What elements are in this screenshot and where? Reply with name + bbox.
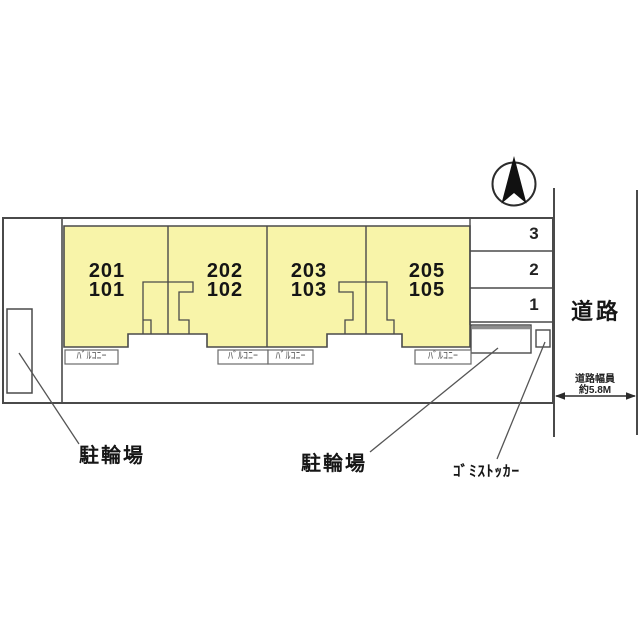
leader-bicycle-center: [369, 347, 499, 453]
parking-stall-label-1: 1: [529, 295, 539, 314]
unit-label-202-102: 202 102: [193, 260, 257, 301]
north-arrow-icon: [491, 156, 537, 207]
unit-number-lower: 101: [88, 279, 126, 301]
bicycle-parking-label-center: 駐輪場: [301, 453, 367, 475]
bicycle-parking-label-left: 駐輪場: [79, 445, 145, 467]
bicycle-parking-area-right: [470, 324, 532, 354]
road-width-dimension-arrow: [555, 392, 636, 400]
balcony-label: ﾊﾞﾙｺﾆｰ: [76, 351, 107, 362]
parking-stall-label-3: 3: [529, 224, 539, 243]
unit-divider-lines: [167, 226, 367, 347]
unit-label-203-103: 203 103: [277, 260, 341, 301]
unit-label-205-105: 205 105: [395, 260, 459, 301]
balcony-box: [414, 349, 472, 365]
road-label: 道路: [571, 299, 622, 324]
unit-number-lower: 102: [206, 279, 244, 301]
unit-number-upper: 203: [290, 260, 328, 282]
bicycle-parking-area-left: [6, 308, 33, 394]
unit-number-upper: 201: [88, 260, 126, 282]
balcony-box: [64, 349, 119, 365]
road-width-caption: 道路幅員: [575, 374, 615, 385]
road-edge-lines: [553, 188, 638, 437]
unit-number-lower: 105: [408, 279, 446, 301]
balcony-boxes: [64, 349, 472, 365]
parking-stall-label-2: 2: [529, 260, 539, 279]
leader-bicycle-left: [18, 352, 80, 445]
road-width-value: 約5.8M: [578, 385, 612, 396]
garbage-stocker-label: ｺﾞﾐｽﾄｯｶｰ: [453, 463, 521, 480]
balcony-label: ﾊﾞﾙｺﾆｰ: [275, 351, 306, 362]
leader-garbage-stocker: [496, 341, 546, 460]
garbage-stocker-box: [535, 329, 551, 348]
unit-number-upper: 205: [408, 260, 446, 282]
balcony-label: ﾊﾞﾙｺﾆｰ: [428, 351, 458, 362]
leader-lines: [18, 341, 546, 460]
unit-number-upper: 202: [206, 260, 244, 282]
stairwell-outline-left: [142, 281, 194, 334]
balcony-label: ﾊﾞﾙｺﾆｰ: [228, 351, 258, 362]
unit-label-201-101: 201 101: [75, 260, 139, 301]
parking-stall-grid: [469, 218, 553, 325]
balcony-box: [267, 349, 314, 365]
stairwell-outline-right: [338, 281, 395, 334]
unit-number-lower: 103: [290, 279, 328, 301]
